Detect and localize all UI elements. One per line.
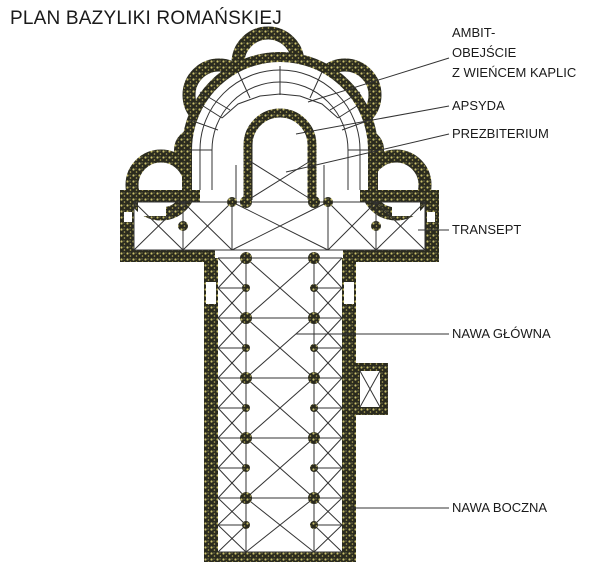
ambulatory-vault-lines: [188, 66, 372, 190]
label-nawa-boczna: NAWA BOCZNA: [452, 500, 548, 515]
label-obejscie: OBEJŚCIE: [452, 45, 517, 60]
label-transept: TRANSEPT: [452, 222, 522, 237]
diagram-title: PLAN BAZYLIKI ROMAŃSKIEJ: [10, 8, 282, 29]
presbytery-vault-lines: [235, 159, 325, 201]
label-wieniec-kaplic: Z WIEŃCEM KAPLIC: [452, 65, 577, 80]
label-ambit: AMBIT-: [452, 25, 496, 40]
piers: [178, 196, 381, 529]
nave-walls: [204, 258, 356, 562]
side-chapel: [352, 363, 388, 415]
transept-vault-lines: [133, 201, 426, 251]
label-nawa-glowna: NAWA GŁÓWNA: [452, 326, 551, 341]
ambulatory-outer-wall: [182, 52, 378, 200]
apse-wall: [243, 108, 317, 200]
label-prezbiterium: PREZBITERIUM: [452, 126, 549, 141]
label-apsyda: APSYDA: [452, 98, 505, 113]
transept-walls: [120, 190, 439, 262]
leader-lines: [285, 57, 450, 509]
nave-vault-lines: [217, 257, 343, 553]
